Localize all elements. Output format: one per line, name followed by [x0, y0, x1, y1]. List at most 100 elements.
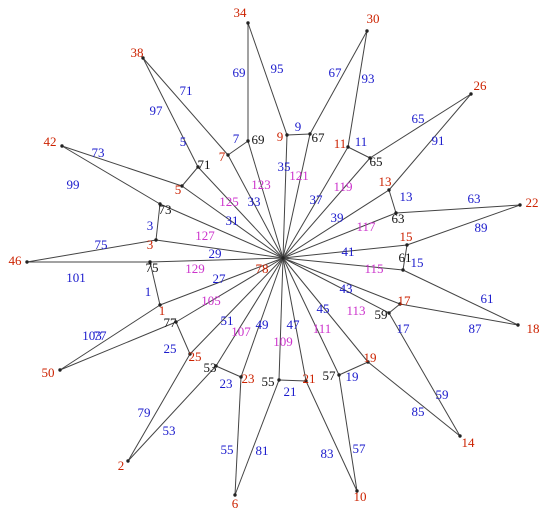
edge-corner-mid [227, 140, 249, 156]
edge-corner-mid [388, 189, 397, 214]
edge-outer-mid [395, 204, 521, 214]
corner-vertex [346, 145, 350, 149]
mid-vertex [337, 373, 341, 377]
outer-vertex-label: 6 [232, 496, 239, 511]
corner-vertex [154, 238, 158, 242]
corner-vertex [226, 153, 230, 157]
edge-hub-mid [247, 140, 284, 259]
edge-outer-mid [369, 93, 472, 159]
edge-outer-corner [406, 204, 521, 246]
edge-outer-mid [234, 379, 280, 496]
edge-outer-corner [234, 376, 242, 496]
outer-vertex [458, 434, 462, 438]
corner-vertex [405, 243, 409, 247]
edge-label: 73 [92, 145, 105, 160]
inner-edge-label: 109 [273, 334, 293, 349]
edge-outer-corner [127, 353, 191, 462]
edge-outer-mid [142, 57, 199, 168]
outer-vertex-label: 22 [526, 195, 539, 210]
outer-vertex-label: 50 [42, 365, 55, 380]
edge-outer-mid [402, 269, 519, 326]
mid-vertex [368, 156, 372, 160]
edge-label: 9 [295, 119, 302, 134]
corner-vertex-label: 5 [175, 182, 182, 197]
outer-vertex-label: 18 [527, 321, 540, 336]
edge-corner-mid [175, 321, 191, 355]
outer-vertex [58, 368, 62, 372]
mid-vertex [174, 320, 178, 324]
edge-outer-corner [367, 361, 461, 437]
inner-edge-label: 105 [201, 293, 221, 308]
edge-outer-corner [247, 22, 288, 136]
edge-hub-corner [159, 257, 284, 306]
edge-label: 3 [147, 218, 154, 233]
edge-outer-corner [388, 93, 472, 191]
inner-edge-label: 113 [346, 303, 365, 318]
corner-vertex [366, 360, 370, 364]
corner-vertex [188, 352, 192, 356]
edge-hub-corner [189, 257, 284, 355]
graph-vertices [25, 21, 522, 497]
edge-hub-corner [282, 257, 369, 363]
edge-label: 81 [256, 443, 269, 458]
edge-hub-mid [282, 212, 397, 259]
edge-hub-mid [282, 133, 311, 259]
mid-vertex [196, 165, 200, 169]
edge-label: 75 [95, 237, 108, 252]
mid-vertex-label: 57 [323, 368, 337, 383]
edge-label: 97 [150, 103, 164, 118]
corner-vertex-label: 15 [400, 229, 413, 244]
corner-vertex [158, 303, 162, 307]
edge-hub-mid [215, 257, 284, 367]
mid-vertex-label: 55 [262, 374, 275, 389]
edge-label: 1 [145, 284, 152, 299]
edge-outer-mid [59, 321, 177, 371]
mid-vertex [148, 260, 152, 264]
corner-vertex-label: 1 [159, 303, 166, 318]
edge-hub-mid [278, 257, 284, 381]
edge-corner-mid [155, 203, 161, 241]
edge-label: 59 [436, 387, 449, 402]
inner-edge-label: 127 [195, 228, 215, 243]
edge-outer-mid [309, 30, 368, 135]
edge-label: 95 [271, 61, 284, 76]
edge-label: 89 [475, 220, 488, 235]
mid-vertex [308, 132, 312, 136]
edge-label: 49 [256, 317, 269, 332]
mid-vertex-label: 75 [146, 260, 159, 275]
edge-corner-mid [278, 379, 307, 382]
edge-corner-mid [149, 261, 161, 306]
edge-label: 17 [397, 321, 411, 336]
edge-label: 13 [400, 189, 413, 204]
edge-label: 79 [138, 405, 151, 420]
edge-outer-mid [61, 145, 161, 205]
inner-edge-label: 125 [219, 194, 239, 209]
mid-vertex-label: 61 [399, 250, 412, 265]
edge-outer-corner [142, 57, 229, 156]
inner-edge-label: 121 [289, 168, 309, 183]
edge-hub-mid [159, 203, 284, 259]
edge-hub-corner [282, 257, 401, 305]
edge-label: 23 [220, 376, 233, 391]
corner-vertex [180, 184, 184, 188]
corner-vertex-label: 19 [364, 350, 377, 365]
edge-label: 15 [411, 255, 424, 270]
outer-vertex-label: 14 [462, 435, 476, 450]
edge-label: 103 [82, 328, 102, 343]
edge-outer-mid [338, 374, 358, 492]
edge-hub-corner [282, 257, 307, 382]
edge-label: 37 [310, 192, 324, 207]
outer-vertex [355, 489, 359, 493]
edge-hub-corner [181, 185, 284, 259]
edge-outer-corner [347, 30, 368, 148]
inner-edge-label: 119 [333, 179, 352, 194]
corner-vertex [285, 133, 289, 137]
corner-vertex-label: 13 [379, 174, 392, 189]
edge-hub-mid [197, 166, 284, 259]
edge-label: 21 [284, 384, 297, 399]
hub-vertex-label: 78 [256, 261, 269, 276]
outer-vertex [518, 203, 522, 207]
outer-vertex [246, 21, 250, 25]
